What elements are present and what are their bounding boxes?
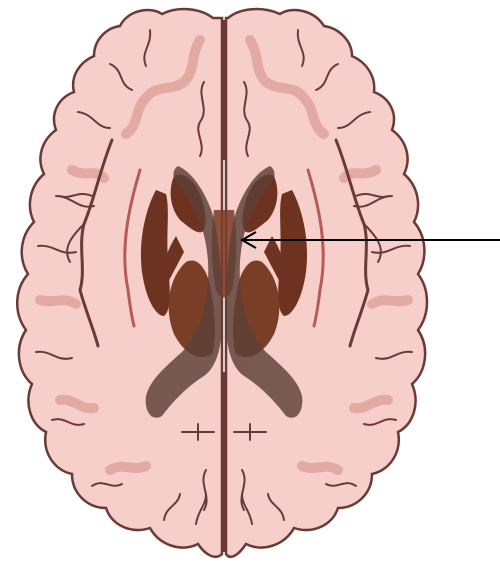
brain-diagram (0, 0, 500, 572)
brain-svg (0, 0, 500, 572)
